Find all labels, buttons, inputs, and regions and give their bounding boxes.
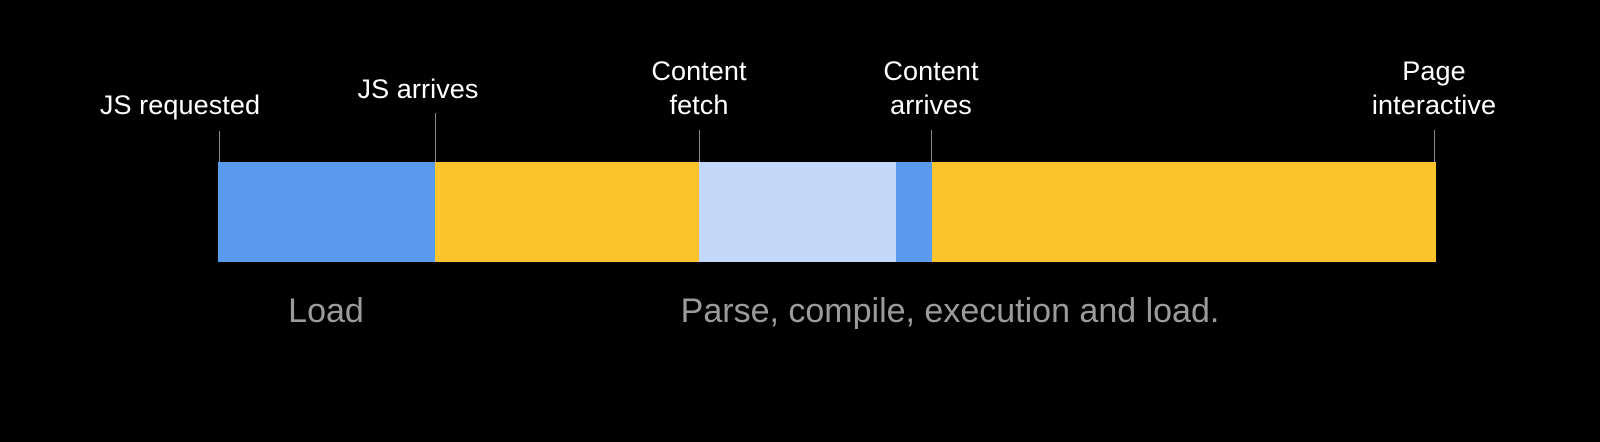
bar-segment-content-fetch-wait <box>699 162 896 262</box>
leader-line-content-fetch <box>699 130 700 162</box>
leader-line-page-interactive <box>1434 130 1435 162</box>
phase-caption-parse-compile-execution: Parse, compile, execution and load. <box>680 292 1220 330</box>
marker-label-page-interactive: Page interactive <box>1371 56 1497 120</box>
marker-label-js-requested: JS requested <box>99 90 261 120</box>
leader-line-js-requested <box>219 131 220 162</box>
phase-caption-load: Load <box>288 292 364 330</box>
bar-segment-load <box>218 162 435 262</box>
marker-label-content-arrives: Content arrives <box>883 56 979 120</box>
marker-label-js-arrives: JS arrives <box>357 74 479 104</box>
bar-segment-content-load <box>896 162 932 262</box>
timeline-bar <box>218 162 1436 262</box>
leader-line-js-arrives <box>435 113 436 162</box>
bar-segment-execution-load <box>932 162 1436 262</box>
bar-segment-parse-compile <box>435 162 699 262</box>
leader-line-content-arrives <box>931 130 932 162</box>
marker-label-content-fetch: Content fetch <box>651 56 747 120</box>
